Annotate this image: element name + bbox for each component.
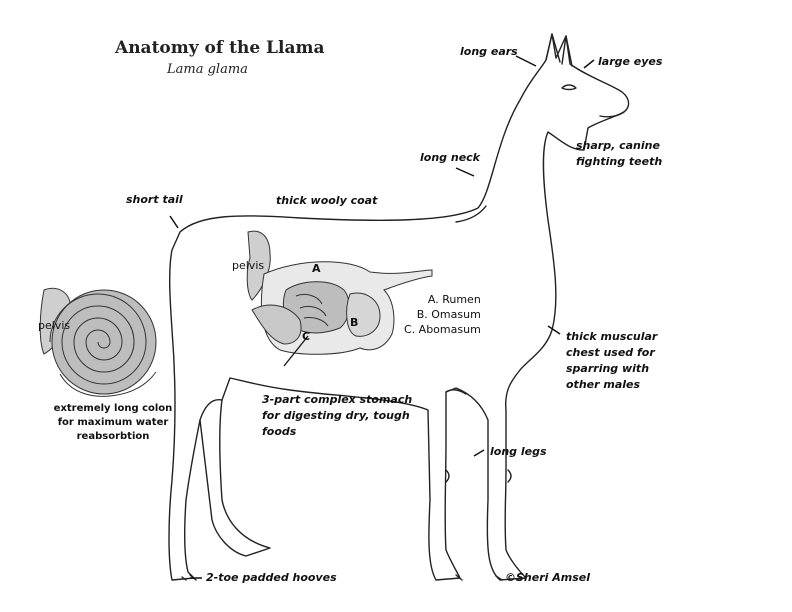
label-long-neck: long neck	[420, 151, 480, 164]
label-teeth: sharp, canine fighting teeth	[576, 138, 662, 170]
label-short-tail: short tail	[126, 193, 183, 206]
stomach-key-omasum: B. Omasum	[416, 308, 481, 321]
label-chest-line-1: thick muscular	[566, 330, 658, 343]
label-colon-line-1: extremely long colon	[53, 403, 173, 414]
stomach-letter-c: C	[302, 330, 311, 343]
label-copyright: ©Sheri Amsel	[505, 571, 590, 584]
label-chest-line-4: other males	[566, 378, 641, 391]
label-pelvis-body: pelvis	[232, 259, 265, 272]
stomach-key: A. Rumen B. Omasum C. Abomasum	[404, 292, 481, 337]
stomach-key-rumen: A. Rumen	[427, 293, 481, 306]
label-chest: thick muscular chest used for sparring w…	[566, 329, 657, 393]
label-stomach-line-1: 3-part complex stomach	[262, 393, 413, 406]
label-colon-line-3: reabsorbtion	[76, 431, 150, 442]
page-subtitle: Lama glama	[167, 62, 248, 77]
label-colon: extremely long colon for maximum water r…	[38, 402, 188, 444]
label-stomach-line-2: for digesting dry, tough	[262, 409, 410, 422]
label-chest-line-2: chest used for	[566, 346, 655, 359]
stomach-diagram	[251, 261, 433, 355]
stomach-key-abomasum: C. Abomasum	[404, 323, 481, 336]
label-stomach-line-3: foods	[262, 425, 297, 438]
label-teeth-line-2: fighting teeth	[576, 155, 663, 168]
label-thick-coat: thick wooly coat	[276, 194, 378, 207]
stomach-letter-a: A	[312, 262, 321, 275]
label-colon-line-2: for maximum water	[57, 417, 169, 428]
label-large-eyes: large eyes	[598, 55, 663, 68]
llama-body-outline	[168, 33, 630, 581]
label-hooves: 2-toe padded hooves	[206, 571, 337, 584]
label-stomach: 3-part complex stomach for digesting dry…	[262, 392, 412, 440]
page-title: Anatomy of the Llama	[115, 38, 325, 58]
colon-diagram	[39, 287, 157, 397]
label-long-ears: long ears	[460, 45, 518, 58]
label-pelvis-colon: pelvis	[38, 319, 71, 332]
stomach-letter-b: B	[350, 316, 359, 329]
label-chest-line-3: sparring with	[566, 362, 650, 375]
eye-icon	[561, 84, 577, 91]
label-long-legs: long legs	[490, 445, 547, 458]
label-teeth-line-1: sharp, canine	[576, 139, 660, 152]
